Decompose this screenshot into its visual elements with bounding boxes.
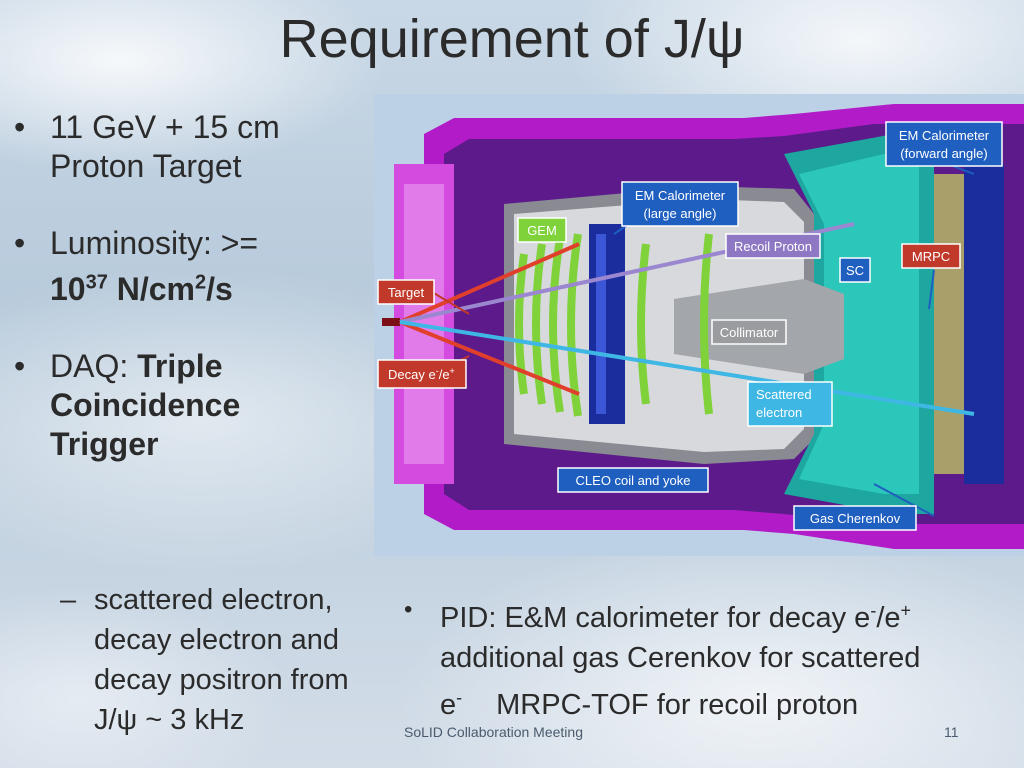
luminosity-value: 1037 N/cm2/s: [50, 270, 233, 307]
track-decay-upper: [399, 242, 580, 324]
svg-text:electron: electron: [756, 405, 802, 420]
track-decay-lower: [399, 320, 580, 396]
label-mrpc: MRPC: [901, 243, 961, 269]
svg-text:EM Calorimeter: EM Calorimeter: [899, 128, 990, 143]
sub-line-4: J/ψ ~ 3 kHz: [94, 704, 245, 736]
bullet-daq: • DAQ: Triple Coincidence Trigger: [14, 347, 394, 464]
slide-title: Requirement of J/ψ: [279, 9, 745, 69]
pid-line-3: e-MRPC-TOF for recoil proton: [440, 687, 859, 722]
label-sc: SC: [839, 257, 871, 283]
bullet-dot: •: [14, 225, 26, 261]
callout-target: [431, 291, 470, 315]
daq-label: DAQ:: [50, 347, 138, 384]
sub-bullet-dash: –: [60, 584, 77, 616]
forward-yoke: [1004, 154, 1024, 494]
svg-text:EM Calorimeter: EM Calorimeter: [635, 188, 726, 203]
svg-text:Collimator: Collimator: [720, 325, 779, 340]
gem-plane-3: [549, 238, 564, 413]
bullet-pid: • PID: E&M calorimeter for decay e-/e+ a…: [404, 590, 1020, 725]
em-calorimeter-large-angle: [589, 224, 625, 424]
svg-text:Decay e-/e+: Decay e-/e+: [388, 366, 455, 382]
label-scattered-electron: Scattered electron: [747, 381, 833, 427]
em-calorimeter-forward: [964, 164, 1004, 484]
label-em-calorimeter-large-angle: EM Calorimeter (large angle): [621, 181, 739, 227]
bullet-list: • 11 GeV + 15 cm Proton Target • Luminos…: [14, 108, 394, 502]
daq-trigger-2: Coincidence: [50, 386, 241, 423]
bullet-dot: •: [14, 347, 26, 384]
bullet-dot: •: [404, 596, 413, 623]
sub-line-1: scattered electron,: [94, 584, 333, 616]
luminosity-label: Luminosity: >=: [50, 225, 259, 261]
pid-line-2: additional gas Cerenkov for scattered: [440, 641, 921, 674]
svg-text:Scattered: Scattered: [756, 387, 812, 402]
label-collimator: Collimator: [711, 319, 787, 345]
svg-text:CLEO coil and yoke: CLEO coil and yoke: [576, 473, 691, 488]
pid-line-1: PID: E&M calorimeter for decay e-/e+: [440, 600, 912, 634]
svg-text:SC: SC: [846, 263, 864, 278]
svg-text:GEM: GEM: [527, 223, 557, 238]
label-target: Target: [377, 279, 435, 305]
detector-diagram: EM Calorimeter (forward angle) EM Calori…: [374, 94, 1024, 556]
mrpc-sc-layer: [934, 174, 964, 474]
sub-bullet-rate: – scattered electron, decay electron and…: [60, 580, 400, 740]
callout-sc: [928, 269, 935, 310]
sub-line-3: decay positron from: [94, 664, 349, 696]
calorimeter-highlight: [596, 234, 606, 414]
label-em-calorimeter-forward: EM Calorimeter (forward angle): [885, 121, 1003, 167]
svg-text:MRPC: MRPC: [912, 249, 950, 264]
daq-trigger-3: Trigger: [50, 425, 159, 462]
bullet-dot: •: [14, 109, 26, 145]
bullet-luminosity: • Luminosity: >= 1037 N/cm2/s: [14, 224, 394, 309]
label-gas-cherenkov: Gas Cherenkov: [793, 505, 917, 531]
svg-text:Recoil Proton: Recoil Proton: [734, 239, 812, 254]
bore-interior: [514, 199, 804, 452]
daq-trigger-1: Triple: [137, 347, 223, 384]
svg-text:(large angle): (large angle): [644, 206, 717, 221]
target-cell: [382, 318, 400, 326]
callout-gas-cherenkov: [873, 483, 935, 517]
svg-text:Target: Target: [388, 285, 425, 300]
footer-meeting: SoLID Collaboration Meeting: [404, 724, 583, 740]
sub-line-2: decay electron and: [94, 624, 340, 656]
gem-plane-5: [637, 243, 650, 405]
footer-page-number: 11: [944, 724, 959, 740]
label-recoil-proton: Recoil Proton: [725, 233, 821, 259]
label-gem: GEM: [517, 217, 567, 243]
svg-text:Gas Cherenkov: Gas Cherenkov: [810, 511, 901, 526]
svg-text:(forward angle): (forward angle): [900, 146, 987, 161]
beam-energy-text: 11 GeV + 15 cm: [50, 109, 280, 145]
label-decay: Decay e-/e+: [377, 359, 467, 389]
bullet-beam-target: • 11 GeV + 15 cm Proton Target: [14, 108, 394, 186]
track-scattered-electron: [399, 320, 975, 416]
target-text: Proton Target: [50, 148, 242, 184]
label-cleo-coil-and-yoke: CLEO coil and yoke: [557, 467, 709, 493]
